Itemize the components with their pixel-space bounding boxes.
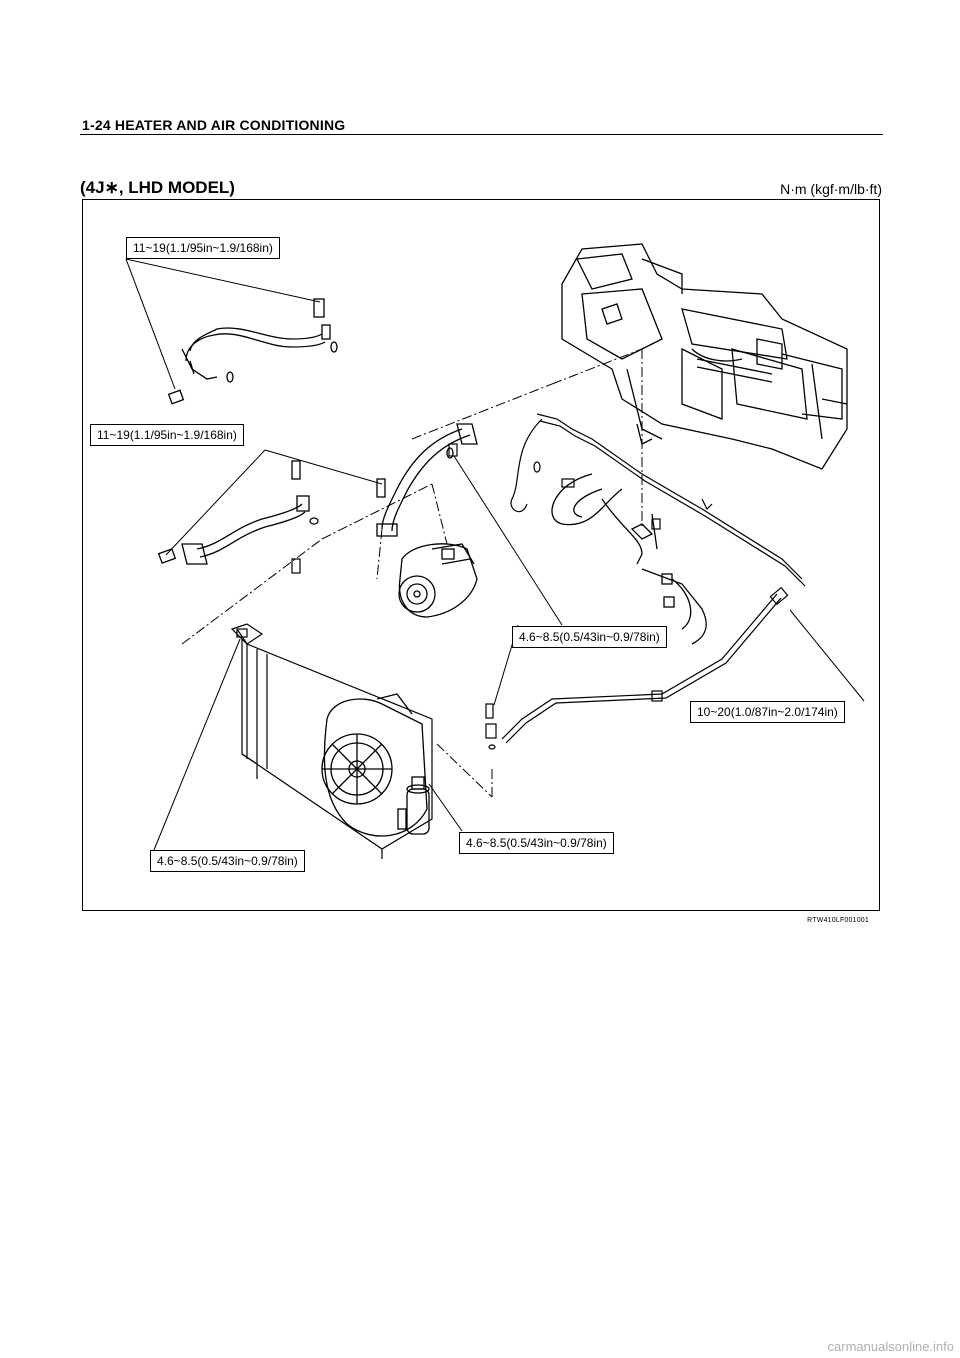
fasteners [291,443,661,750]
ac-piping-diagram [125,243,865,859]
refrigerant-pipes [501,413,806,744]
torque-callout-receiver: 4.6~8.5(0.5/43in~0.9/78in) [459,832,614,854]
torque-callout-hvac-pipe: 10~20(1.0/87in~2.0/174in) [690,701,845,723]
condenser-fan [321,693,428,837]
condenser [230,623,433,859]
torque-units: N·m (kgf·m/lb·ft) [780,181,882,197]
suction-hose [167,298,338,405]
section-title: (4J∗, LHD MODEL) [80,178,235,197]
leader-lines [125,258,865,851]
alignment-lines [181,348,643,798]
heater-hoses [551,473,707,645]
torque-callout-compressor: 4.6~8.5(0.5/43in~0.9/78in) [512,626,667,648]
receiver-drier [397,776,430,835]
header-rule [80,134,883,135]
watermark-link[interactable]: carmanualsonline.info [827,1339,954,1354]
hvac-unit [561,243,848,470]
torque-callout-condenser: 4.6~8.5(0.5/43in~0.9/78in) [150,850,305,872]
compressor [398,543,478,618]
torque-callout-suction-upper: 11~19(1.1/95in~1.9/168in) [126,237,280,259]
page-header: 1-24 HEATER AND AIR CONDITIONING [82,117,346,133]
discharge-hose [376,423,478,537]
figure-code: RTW410LF001001 [807,917,869,924]
torque-callout-liquid-upper: 11~19(1.1/95in~1.9/168in) [90,424,244,446]
liquid-pipe [157,460,319,565]
diagram-frame [82,199,880,911]
